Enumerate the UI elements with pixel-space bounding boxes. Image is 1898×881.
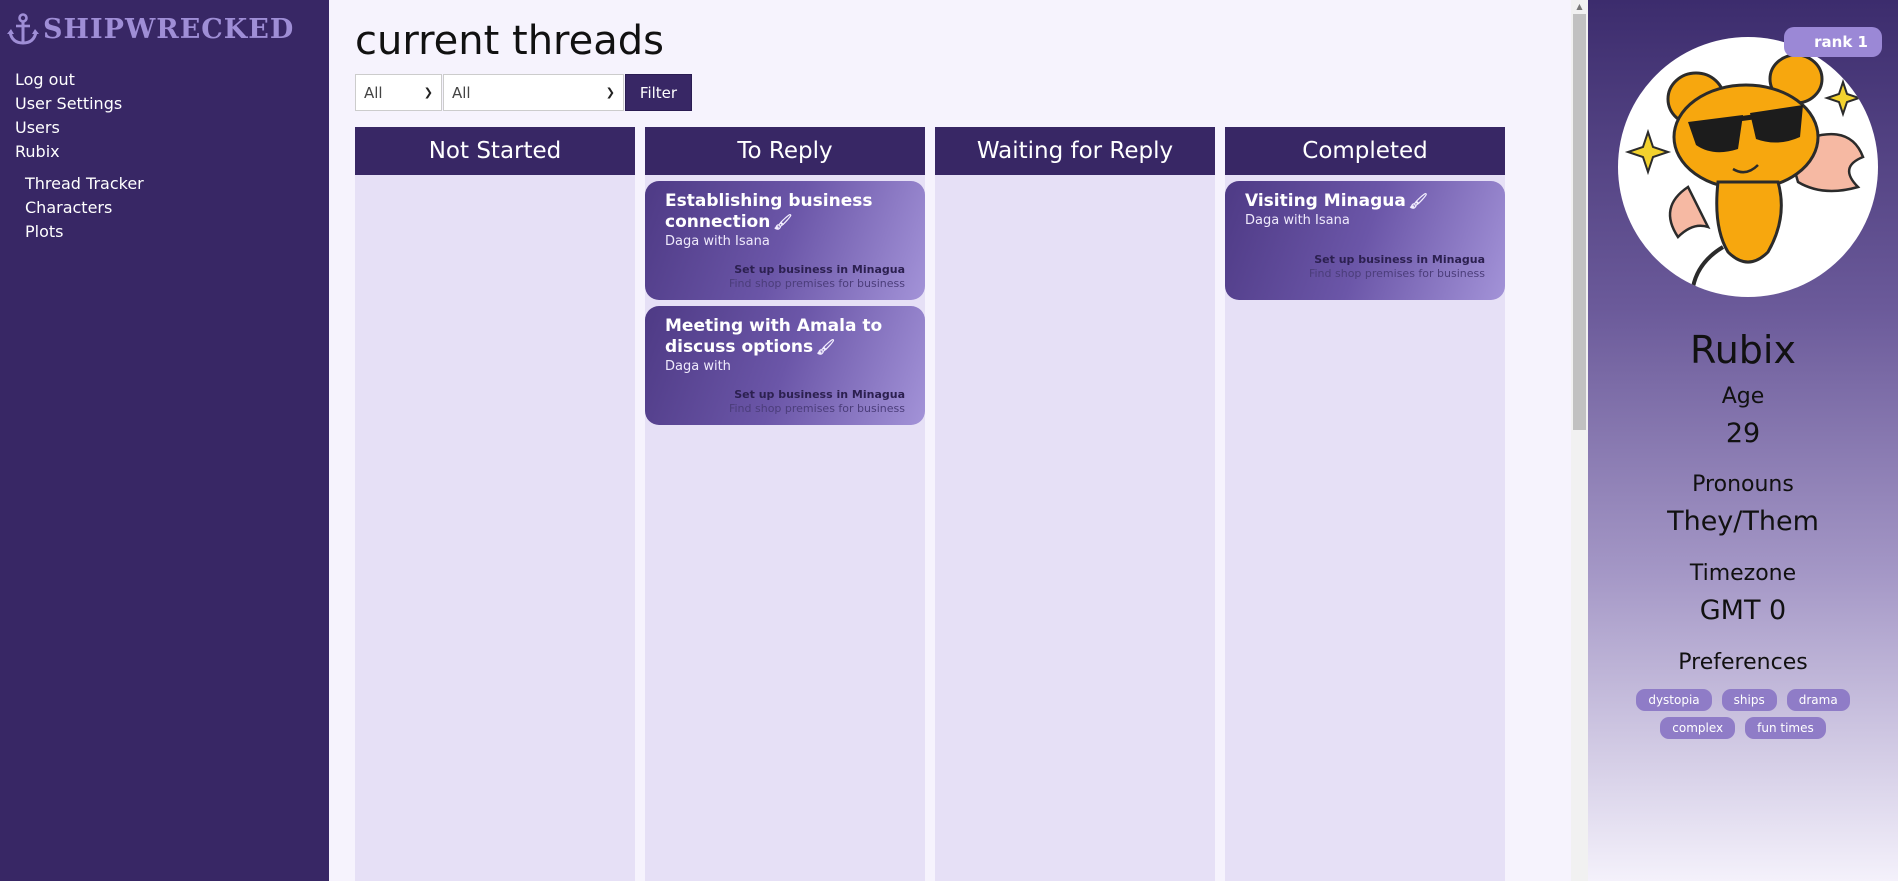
- thread-title-text: Establishing business connection: [665, 191, 873, 232]
- thread-subplot[interactable]: Find shop premises for business: [728, 402, 905, 415]
- nav-plots[interactable]: Plots: [25, 222, 64, 241]
- age-label: Age: [1721, 384, 1765, 409]
- column-header: Waiting for Reply: [935, 127, 1215, 175]
- main-content: current threads All ❯ All ❯ Filter Not S…: [329, 0, 1571, 881]
- logo[interactable]: SHIPWRECKED: [6, 12, 294, 46]
- card-list: Establishing business connection🖌 Daga w…: [645, 175, 925, 425]
- thread-title: Meeting with Amala to discuss options🖌: [665, 316, 905, 358]
- nav-rubix[interactable]: Rubix: [15, 142, 60, 161]
- avatar: [1618, 37, 1878, 297]
- mascot-icon: [1624, 53, 1865, 288]
- nav-thread-tracker[interactable]: Thread Tracker: [25, 174, 144, 193]
- nav-user-settings[interactable]: User Settings: [15, 94, 123, 113]
- scroll-up-arrow-icon[interactable]: ▲: [1576, 2, 1583, 11]
- filter-bar: All ❯ All ❯ Filter: [355, 74, 692, 111]
- character-select-value: All: [452, 83, 471, 102]
- nav-users[interactable]: Users: [15, 118, 60, 137]
- preference-tag[interactable]: complex: [1660, 717, 1736, 739]
- pronouns-value: They/Them: [1667, 506, 1819, 537]
- anchor-icon: [7, 13, 39, 45]
- logo-text: SHIPWRECKED: [43, 13, 295, 45]
- thread-subplot[interactable]: Find shop premises for business: [1308, 267, 1485, 280]
- nav-log-out[interactable]: Log out: [15, 70, 75, 89]
- status-select[interactable]: All ❯: [355, 74, 442, 111]
- column-not-started: Not Started: [355, 127, 635, 881]
- thread-plot[interactable]: Set up business in Minagua: [734, 388, 905, 401]
- card-list: [355, 175, 635, 181]
- timezone-label: Timezone: [1689, 561, 1797, 586]
- thread-plot[interactable]: Set up business in Minagua: [734, 263, 905, 276]
- column-header: Completed: [1225, 127, 1505, 175]
- rank-badge: rank 1: [1784, 27, 1882, 57]
- sub-nav: Thread Tracker Characters Plots: [25, 172, 144, 244]
- column-header: To Reply: [645, 127, 925, 175]
- sidebar: SHIPWRECKED Log out User Settings Users …: [0, 0, 329, 881]
- status-select-value: All: [364, 83, 383, 102]
- timezone-value: GMT 0: [1699, 595, 1787, 626]
- scroll-thumb[interactable]: [1573, 14, 1586, 430]
- thread-board: Not Started To Reply Establishing busine…: [355, 127, 1505, 881]
- column-waiting-for-reply: Waiting for Reply: [935, 127, 1215, 881]
- preference-tag[interactable]: drama: [1786, 689, 1850, 711]
- thread-card[interactable]: Visiting Minagua🖌 Daga with Isana Set up…: [1225, 181, 1505, 300]
- thread-title: Establishing business connection🖌: [665, 191, 905, 233]
- profile-panel: rank 1 Rubix Age 29 Pronouns They/Them T…: [1588, 0, 1898, 881]
- chevron-down-icon: ❯: [605, 86, 615, 99]
- column-header: Not Started: [355, 127, 635, 175]
- thread-title: Visiting Minagua🖌: [1245, 191, 1485, 212]
- thread-participants: Daga with Isana: [1245, 213, 1350, 228]
- pronouns-label: Pronouns: [1692, 472, 1794, 497]
- preference-tag[interactable]: fun times: [1745, 717, 1826, 739]
- nav-characters[interactable]: Characters: [25, 198, 113, 217]
- paintbrush-icon[interactable]: 🖌: [773, 213, 793, 231]
- thread-card[interactable]: Meeting with Amala to discuss options🖌 D…: [645, 306, 925, 425]
- page-scrollbar[interactable]: ▲: [1571, 0, 1588, 881]
- character-select[interactable]: All ❯: [443, 74, 624, 111]
- thread-title-text: Meeting with Amala to discuss options: [665, 316, 883, 357]
- card-list: Visiting Minagua🖌 Daga with Isana Set up…: [1225, 175, 1505, 300]
- thread-subplot[interactable]: Find shop premises for business: [728, 277, 905, 290]
- paintbrush-icon[interactable]: 🖌: [1408, 192, 1428, 210]
- column-to-reply: To Reply Establishing business connectio…: [645, 127, 925, 881]
- thread-plot[interactable]: Set up business in Minagua: [1314, 253, 1485, 266]
- card-list: [935, 175, 1215, 181]
- thread-title-text: Visiting Minagua: [1245, 191, 1406, 211]
- profile-name: Rubix: [1690, 328, 1796, 372]
- filter-button[interactable]: Filter: [625, 74, 692, 111]
- preference-tags: dystopia ships drama complex fun times: [1628, 689, 1858, 739]
- thread-participants: Daga with Isana: [665, 234, 770, 249]
- main-nav: Log out User Settings Users Rubix: [15, 68, 122, 164]
- preference-tag[interactable]: dystopia: [1636, 689, 1712, 711]
- thread-card[interactable]: Establishing business connection🖌 Daga w…: [645, 181, 925, 300]
- chevron-down-icon: ❯: [423, 86, 433, 99]
- column-completed: Completed Visiting Minagua🖌 Daga with Is…: [1225, 127, 1505, 881]
- page-title: current threads: [355, 18, 664, 64]
- thread-participants: Daga with: [665, 359, 731, 374]
- preferences-label: Preferences: [1678, 650, 1808, 675]
- preference-tag[interactable]: ships: [1721, 689, 1777, 711]
- paintbrush-icon[interactable]: 🖌: [816, 338, 836, 356]
- age-value: 29: [1725, 418, 1761, 449]
